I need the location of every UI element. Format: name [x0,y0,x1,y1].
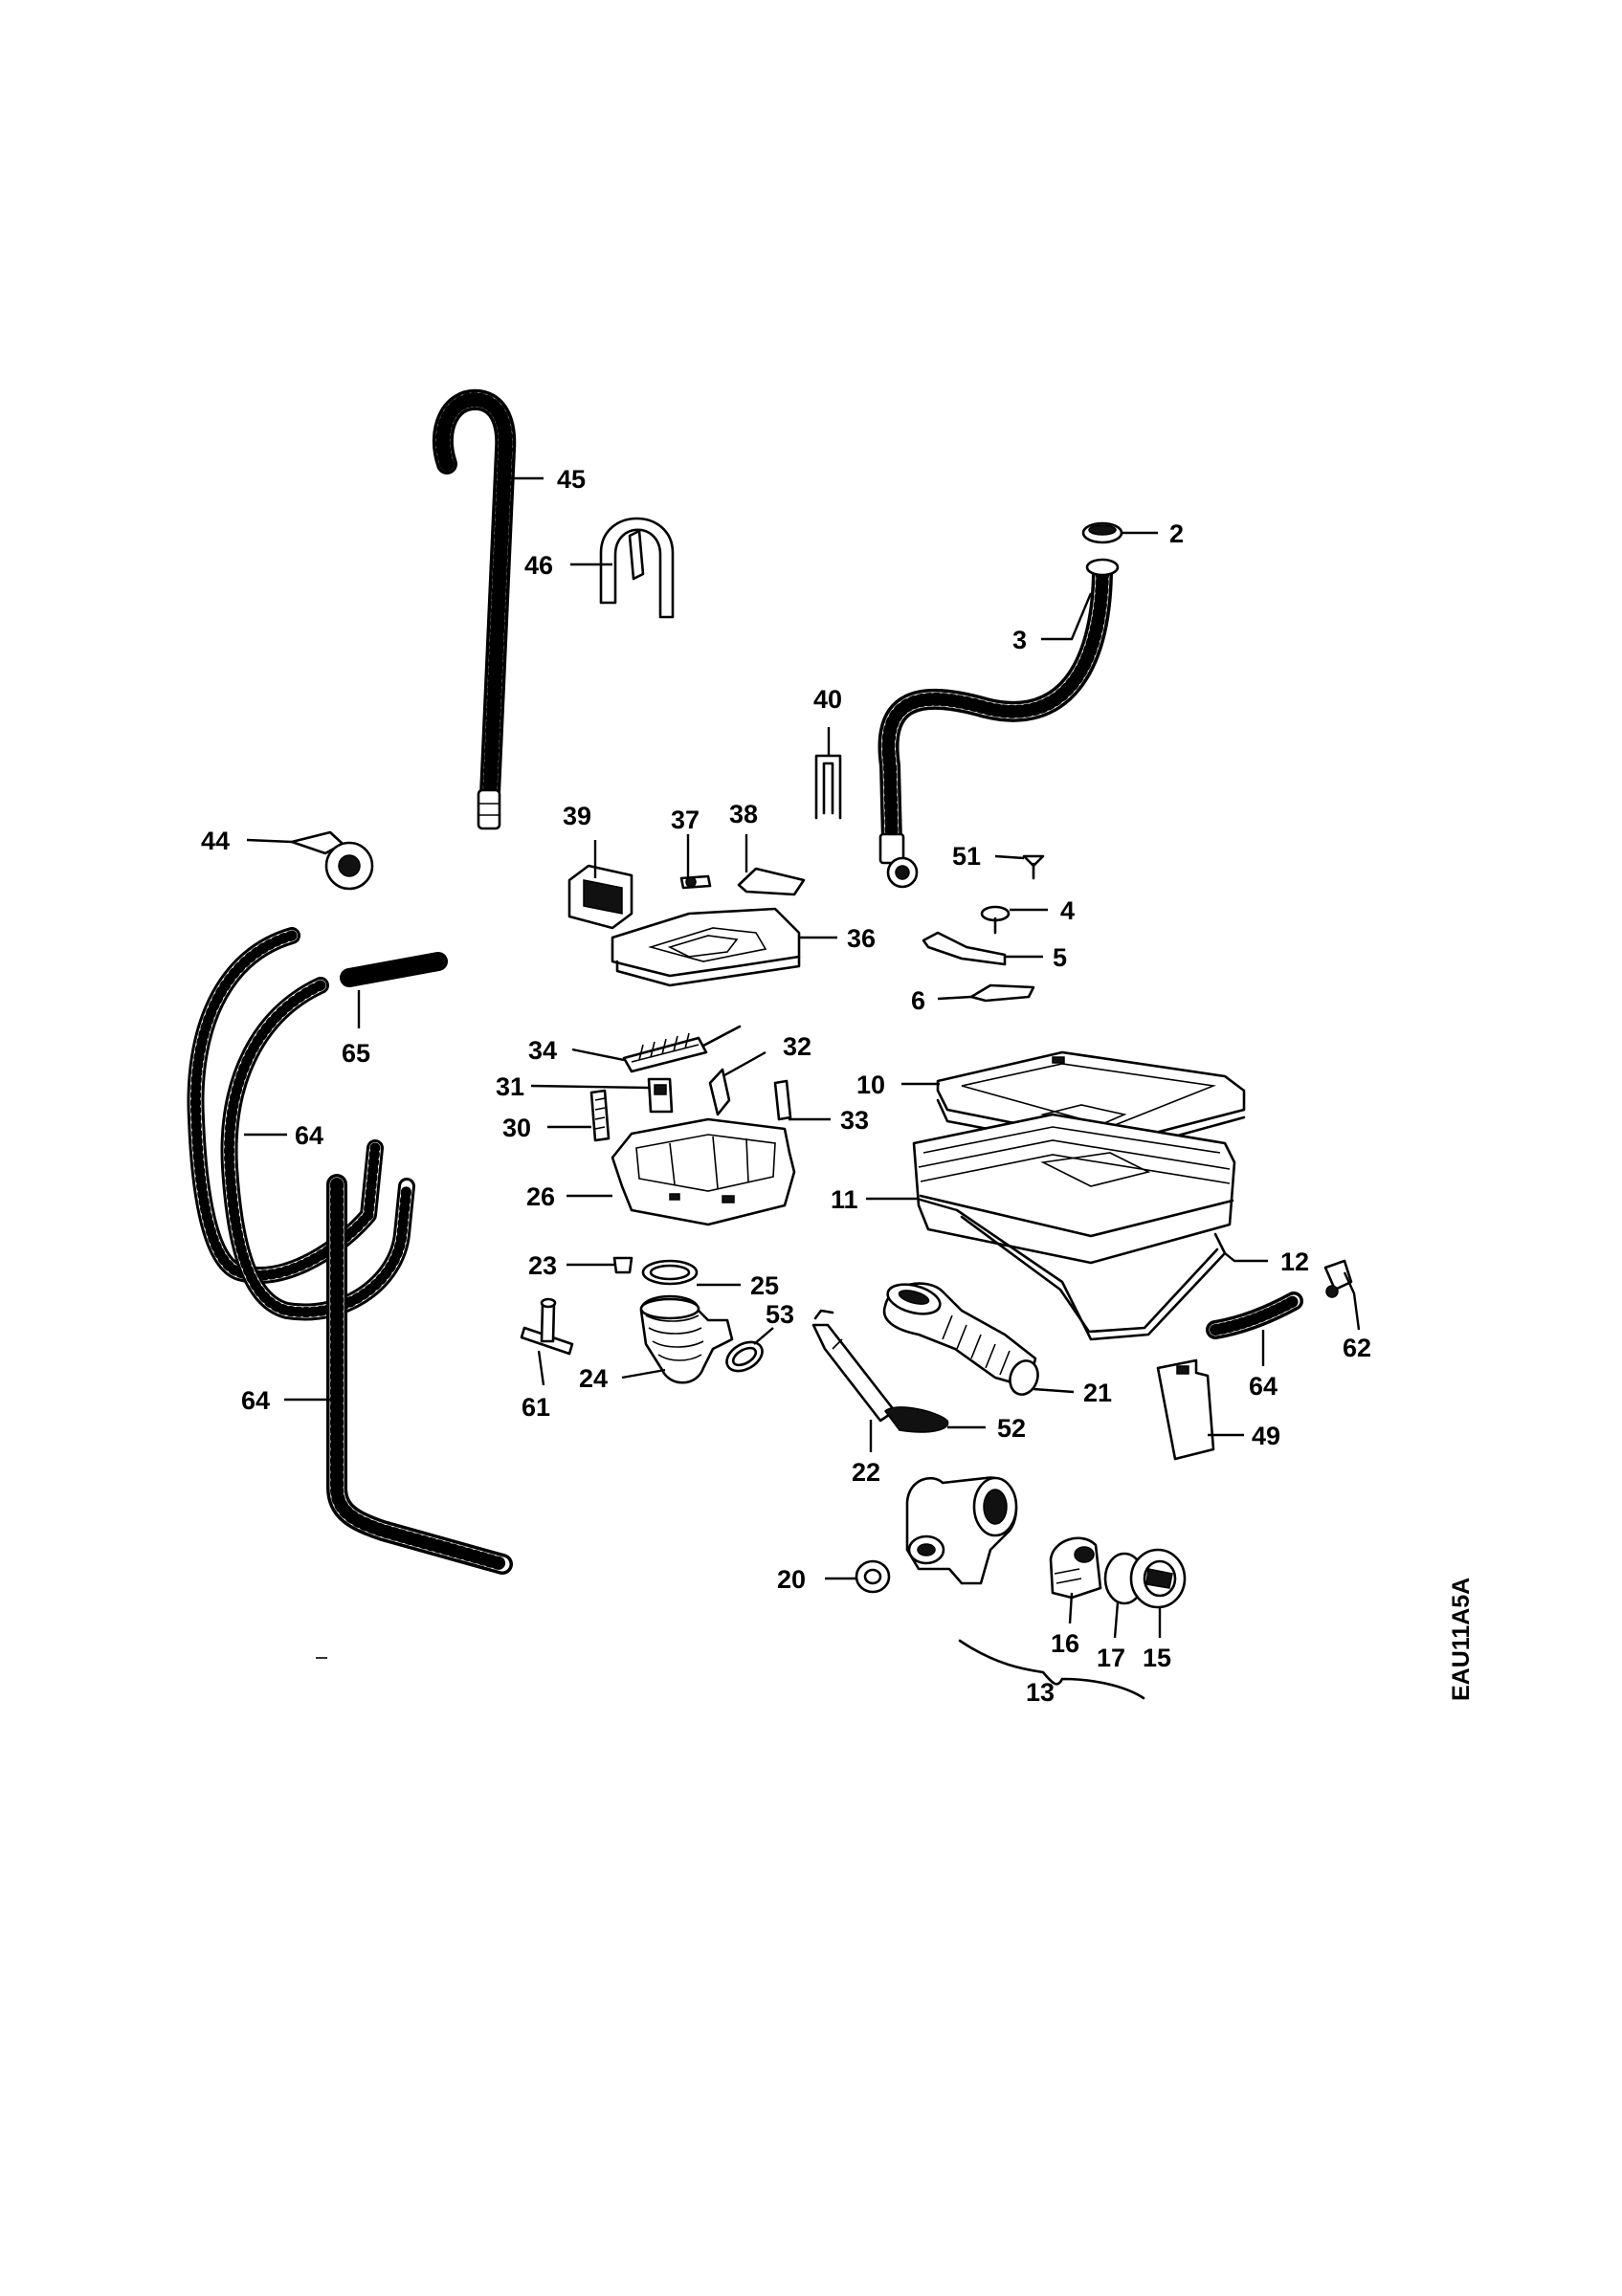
corrugated-tube-part-65 [340,952,448,987]
label-17: 17 [1097,1644,1125,1672]
label-21: 21 [1083,1379,1112,1407]
label-25: 25 [750,1271,779,1300]
bellows-hose-part-21 [882,1282,1039,1396]
pressure-switch-part-39 [567,864,633,930]
filter-cap-part-15 [1129,1548,1187,1609]
label-11: 11 [831,1185,858,1214]
t-connector-part-61 [520,1297,574,1356]
seal-ring-part-2 [1081,521,1123,544]
label-61: 61 [522,1393,550,1422]
label-24: 24 [579,1364,608,1393]
label-16: 16 [1051,1629,1079,1658]
label-15: 15 [1143,1644,1171,1672]
nozzle-assembly-part-24 [639,1294,734,1384]
label-20: 20 [777,1565,806,1594]
screw-part-51 [1022,854,1045,880]
label-4: 4 [1060,896,1075,925]
label-64-c: 64 [1249,1372,1278,1401]
bolt-part-4 [980,905,1011,935]
cover-part-49 [1156,1358,1215,1461]
clip-part-37 [679,874,712,890]
label-36: 36 [847,924,876,953]
bracket-group-13 [958,1639,1145,1700]
bar-part-6 [969,983,1035,1003]
drain-pump-body-part-13 [905,1476,1018,1585]
label-65: 65 [342,1039,370,1068]
seal-ring-part-20 [855,1559,891,1594]
drain-hose-part-45 [432,388,517,830]
label-44: 44 [201,827,230,855]
label-12: 12 [1280,1247,1309,1276]
hose-part-22 [811,1309,897,1423]
gasket-part-25 [641,1259,699,1286]
label-34: 34 [528,1036,557,1065]
label-32: 32 [783,1032,811,1061]
label-3: 3 [1012,626,1027,654]
label-64-a: 64 [295,1121,323,1150]
u-clip-part-40 [814,754,842,820]
label-30: 30 [502,1114,531,1142]
label-39: 39 [563,802,591,830]
label-2: 2 [1169,519,1184,548]
plug-part-23 [612,1256,633,1274]
clamp-part-52 [884,1406,949,1433]
hose-part-64-left-bundle [187,927,415,1321]
label-5: 5 [1053,943,1067,972]
label-49: 49 [1252,1422,1280,1450]
label-40: 40 [813,685,842,714]
clamp-ring-part-53 [725,1340,764,1373]
hose-part-64-l-shaped [326,1174,513,1575]
label-53: 53 [766,1300,794,1329]
label-52: 52 [997,1414,1026,1443]
part-labels: 45 46 2 3 40 39 37 38 44 51 4 36 5 6 65 … [201,465,1371,1707]
cap-part-33 [773,1079,792,1121]
label-22: 22 [852,1458,880,1487]
inlet-hose-part-3 [878,558,1120,889]
tub-gasket-part-12 [955,1208,1227,1341]
lever-part-5 [922,931,1007,966]
label-62: 62 [1343,1334,1371,1362]
dispenser-tray-part-26 [611,1117,796,1226]
siphon-part-34 [622,1025,742,1073]
label-31: 31 [496,1072,524,1101]
label-10: 10 [856,1071,885,1099]
label-26: 26 [526,1182,555,1211]
label-6: 6 [911,986,925,1015]
label-23: 23 [528,1251,557,1280]
label-38: 38 [729,800,758,828]
fitting-part-44 [290,830,374,891]
label-13: 13 [1026,1678,1055,1707]
label-51: 51 [952,842,981,871]
label-37: 37 [671,806,700,834]
connector-part-62 [1323,1259,1353,1298]
drawing-code: EAU11A5A [1448,1578,1475,1701]
hose-guide-part-46 [599,517,675,619]
label-64-b: 64 [241,1386,270,1415]
hose-part-64-small [1206,1292,1303,1339]
label-33: 33 [840,1106,869,1135]
flap-part-30 [589,1089,611,1142]
holder-part-31 [647,1077,674,1114]
label-45: 45 [557,465,586,494]
leader-lines [244,476,1361,1639]
label-46: 46 [524,551,553,580]
elbow-part-16 [1049,1536,1102,1600]
insert-part-32 [708,1068,731,1116]
dispenser-cover-part-36 [611,907,801,987]
tub-part-11 [912,1113,1236,1265]
bracket-part-38 [737,867,806,896]
